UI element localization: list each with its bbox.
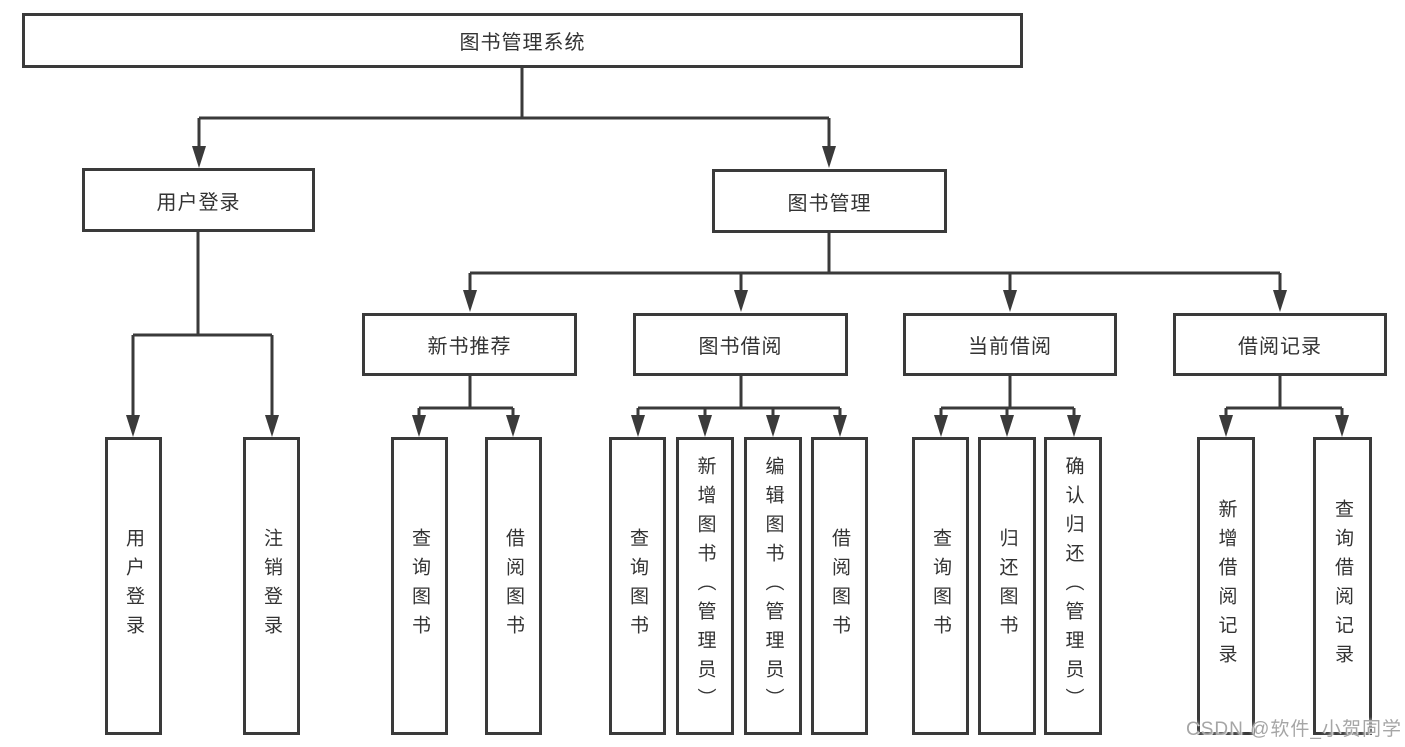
leaf-query-books-current: 查询图书	[912, 437, 969, 735]
leaf-user-login: 用户登录	[105, 437, 162, 735]
connector-newbookrec-to-leaves	[417, 376, 515, 418]
node-label: 借阅记录	[1238, 336, 1322, 358]
node-label: 新增图书（管理员）	[694, 455, 716, 717]
leaf-add-books-admin: 新增图书（管理员）	[676, 437, 734, 735]
node-label: 新增借阅记录	[1215, 499, 1237, 673]
leaf-return-books: 归还图书	[978, 437, 1036, 735]
node-label: 查询图书	[930, 528, 951, 644]
node-label: 注销登录	[261, 528, 282, 644]
csdn-watermark: CSDN @软件_小贺同学	[1186, 719, 1402, 740]
node-user-login: 用户登录	[82, 168, 315, 232]
node-label: 图书管理	[787, 192, 872, 215]
node-label: 图书借阅	[698, 336, 783, 358]
node-label: 新书推荐	[427, 336, 512, 358]
connector-bookborrow-to-leaves	[636, 376, 842, 418]
connector-borrowrecords-to-leaves	[1224, 376, 1344, 418]
arrowheads	[126, 146, 1349, 437]
node-label: 当前借阅	[968, 336, 1052, 358]
connector-bookmgmt-to-level3	[468, 233, 1282, 294]
node-label: 归还图书	[996, 528, 1018, 644]
node-book-management: 图书管理	[712, 169, 947, 233]
connector-root-to-level2	[197, 68, 831, 150]
leaf-confirm-return-admin: 确认归还（管理员）	[1044, 437, 1102, 735]
connector-userlogin-to-leaves	[131, 232, 274, 418]
leaf-query-books-recommend: 查询图书	[391, 437, 448, 735]
node-label: 用户登录	[156, 191, 241, 214]
node-label: 用户登录	[123, 528, 144, 644]
node-book-borrowing: 图书借阅	[633, 313, 848, 376]
node-label: 借阅图书	[503, 528, 524, 644]
leaf-logout: 注销登录	[243, 437, 300, 735]
node-label: 查询图书	[409, 528, 430, 644]
leaf-edit-books-admin: 编辑图书（管理员）	[744, 437, 802, 735]
node-label: 查询图书	[627, 528, 648, 644]
node-current-borrowing: 当前借阅	[903, 313, 1117, 376]
node-borrowing-records: 借阅记录	[1173, 313, 1387, 376]
node-label: 确认归还（管理员）	[1062, 455, 1084, 717]
connector-currentborrow-to-leaves	[939, 376, 1076, 418]
node-label: 编辑图书（管理员）	[762, 455, 784, 717]
leaf-add-borrow-record: 新增借阅记录	[1197, 437, 1255, 735]
leaf-query-borrow-record: 查询借阅记录	[1313, 437, 1372, 735]
node-label: 查询借阅记录	[1332, 499, 1353, 673]
node-label: 图书管理系统	[459, 32, 586, 54]
leaf-query-books-borrowing: 查询图书	[609, 437, 666, 735]
node-library-management-system: 图书管理系统	[22, 13, 1023, 68]
node-new-book-recommendation: 新书推荐	[362, 313, 577, 376]
leaf-borrow-books: 借阅图书	[811, 437, 868, 735]
node-label: 借阅图书	[829, 528, 850, 644]
leaf-borrow-books-recommend: 借阅图书	[485, 437, 542, 735]
